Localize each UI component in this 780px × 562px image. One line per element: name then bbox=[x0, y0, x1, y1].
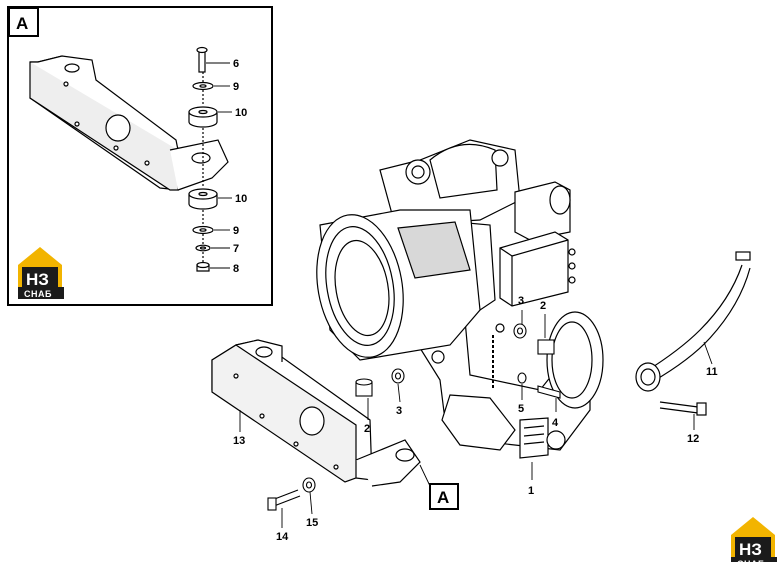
callout-15: 15 bbox=[306, 517, 318, 529]
corner-logo-text: НЗ bbox=[739, 540, 762, 559]
callout-6-inset: 6 bbox=[233, 58, 239, 70]
callout-9-inset-bottom: 9 bbox=[233, 225, 239, 237]
callout-7-inset: 7 bbox=[233, 243, 239, 255]
callout-10-inset-top: 10 bbox=[235, 107, 247, 119]
inset-mount-stack bbox=[188, 46, 218, 272]
callout-5: 5 bbox=[518, 403, 524, 415]
inset-bracket bbox=[29, 55, 229, 191]
fasteners bbox=[267, 323, 561, 511]
callout-2-right: 2 bbox=[540, 300, 546, 312]
inset-leaders bbox=[206, 62, 232, 269]
inset-title-box bbox=[8, 7, 39, 37]
plug-2-right bbox=[537, 339, 555, 355]
callout-11: 11 bbox=[706, 366, 718, 378]
callout-3-left: 3 bbox=[396, 405, 402, 417]
callout-12: 12 bbox=[687, 433, 699, 445]
callout-9-inset-top: 9 bbox=[233, 81, 239, 93]
callout-1: 1 bbox=[528, 485, 534, 497]
callout-8-inset: 8 bbox=[233, 263, 239, 275]
inset-title: A bbox=[16, 14, 28, 33]
inset-detail-a: A bbox=[7, 6, 273, 306]
callout-4: 4 bbox=[552, 417, 559, 429]
corner-logo-subtext: СНАБ bbox=[737, 559, 765, 562]
bolt-12 bbox=[659, 401, 707, 416]
main-leaders bbox=[239, 310, 713, 528]
oil-pipe-11 bbox=[635, 251, 751, 392]
callout-10-inset-bottom: 10 bbox=[235, 193, 247, 205]
inset-logo-text: НЗ bbox=[26, 270, 49, 289]
inset-frame bbox=[7, 6, 273, 306]
callout-3-right: 3 bbox=[518, 295, 524, 307]
callout-14: 14 bbox=[276, 531, 289, 543]
inset-logo: НЗ СНАБ bbox=[18, 247, 64, 299]
inset-logo-subtext: СНАБ bbox=[24, 289, 52, 299]
callout-13: 13 bbox=[233, 435, 245, 447]
corner-logo: НЗ СНАБ bbox=[731, 517, 777, 562]
view-ref-box bbox=[429, 483, 459, 510]
mount-bracket-13 bbox=[211, 339, 421, 487]
callout-2-left: 2 bbox=[364, 423, 370, 435]
view-ref-label: A bbox=[437, 488, 449, 507]
